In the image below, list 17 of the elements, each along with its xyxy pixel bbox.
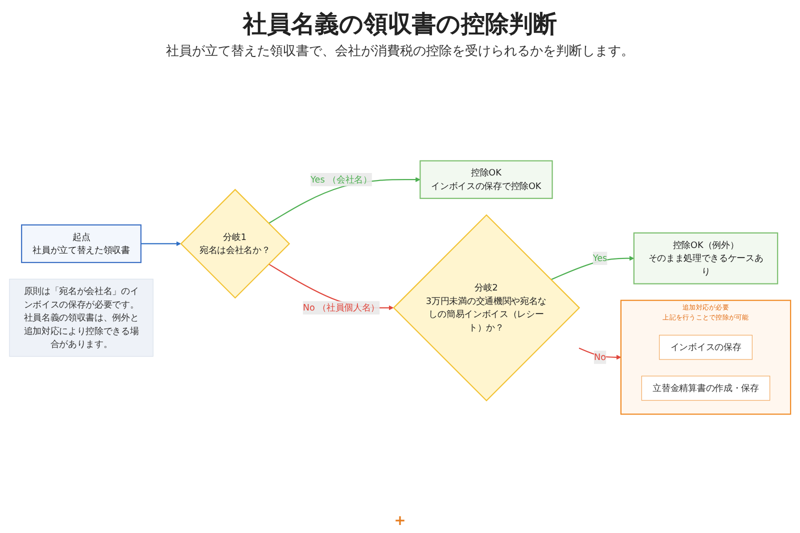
- node-diamond: 分岐1 宛名は会社名か？: [180, 188, 290, 299]
- arrow: [550, 256, 634, 280]
- note-label: +: [394, 513, 406, 529]
- edge-label: No （社員個人名）: [302, 302, 380, 313]
- arrow: [140, 241, 181, 246]
- node-box: インボイスの保存: [659, 334, 752, 360]
- node-box: 原則は「宛名が会社名」のインボイスの保存が必要です。 社員名義の領収書は、例外と追加対応により控除できる場合があります。: [9, 278, 154, 357]
- edge-label: Yes: [592, 252, 608, 264]
- node-box: 控除OK（例外） そのまま処理できるケースあり: [633, 232, 778, 284]
- node-diamond: 分岐2 3万円未満の交通機関や宛名なしの簡易インボイス（レシート）か？: [392, 214, 580, 402]
- edge-label: No: [594, 352, 606, 362]
- node-box: 起点 社員が立て替えた領収書: [21, 224, 142, 264]
- node-box: 立替金精算書の作成・保存: [641, 376, 770, 401]
- title: 社員名義の領収書の控除判断: [243, 9, 557, 40]
- edge-label: Yes （会社名）: [310, 174, 372, 185]
- node-box: 控除OK インボイスの保存で控除OK: [420, 160, 553, 199]
- caption: 社員が立て替えた領収書で、会社が消費税の控除を受けられるかを判断します。: [166, 43, 634, 60]
